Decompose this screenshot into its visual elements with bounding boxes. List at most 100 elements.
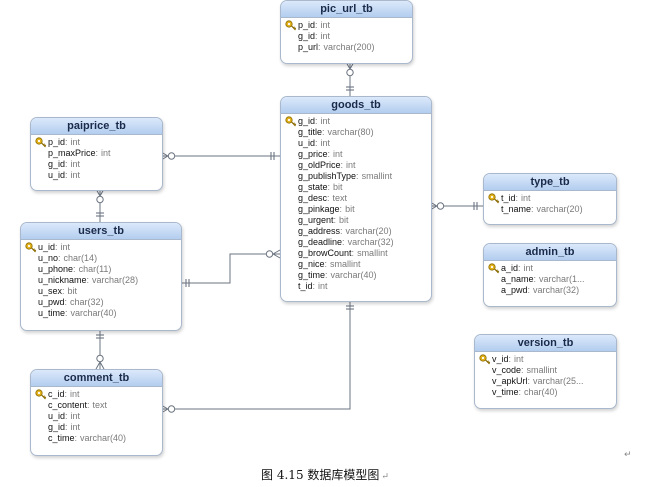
key-slot (35, 137, 48, 148)
column-name: t_id (501, 193, 516, 203)
column-type-separator: : (74, 433, 78, 443)
optional-marker (265, 250, 274, 258)
optional-marker (167, 405, 176, 413)
column-name: a_pwd (501, 285, 528, 295)
key-slot (488, 274, 501, 285)
column-row: v_apkUrl:varchar(25... (479, 376, 612, 387)
primary-key-icon (488, 193, 500, 204)
key-slot (25, 286, 38, 297)
column-type: varchar(28) (92, 275, 139, 285)
column-name: g_address (298, 226, 341, 236)
column-type: int (320, 31, 331, 41)
relationship-users-paiprice (95, 188, 105, 222)
column-type: smallint (361, 171, 393, 181)
key-slot (35, 422, 48, 433)
column-type: char(11) (78, 264, 112, 274)
column-name: g_urgent (298, 215, 334, 225)
key-slot (285, 160, 298, 171)
column-name: t_name (501, 204, 532, 214)
column-row: c_time:varchar(40) (35, 433, 158, 444)
column-type-separator: : (318, 42, 321, 52)
column-type-separator: : (533, 274, 537, 284)
many-marker (99, 361, 105, 370)
key-slot (285, 237, 298, 248)
key-slot (479, 387, 492, 398)
column-name: g_time (298, 270, 326, 280)
optional-marker (346, 68, 354, 77)
column-type-separator: : (340, 160, 344, 170)
column-name: g_oldPrice (298, 160, 341, 170)
column-type-separator: : (521, 365, 524, 375)
many-marker (272, 249, 281, 255)
column-name: u_id (48, 411, 66, 421)
key-slot (488, 263, 501, 274)
column-row: g_pinkage:bit (285, 204, 427, 215)
column-type: int (346, 160, 356, 170)
table-name: admin_tb (484, 244, 616, 261)
column-name: p_id (298, 20, 316, 30)
key-slot (479, 365, 492, 376)
column-row: c_id:int (35, 389, 158, 400)
column-name: g_id (48, 422, 66, 432)
column-type-separator: : (73, 264, 76, 274)
column-type: int (70, 159, 81, 169)
column-row: g_browCount:smallint (285, 248, 427, 259)
column-row: g_urgent:bit (285, 215, 427, 226)
column-type: int (333, 149, 343, 159)
key-slot (479, 376, 492, 387)
column-row: c_content:text (35, 400, 158, 411)
column-type-separator: : (315, 138, 318, 148)
key-slot (25, 308, 38, 319)
column-type-separator: : (518, 263, 521, 273)
column-type: int (320, 20, 331, 30)
table-name: goods_tb (281, 97, 431, 114)
column-type: int (101, 148, 111, 158)
column-type: varchar(32) (533, 285, 580, 295)
column-name: p_url (298, 42, 319, 52)
table-name: comment_tb (31, 370, 162, 387)
column-row: u_pwd:char(32) (25, 297, 177, 308)
column-type-separator: : (315, 116, 318, 126)
key-slot (35, 170, 48, 181)
key-slot (35, 389, 48, 400)
column-name: u_pwd (38, 297, 65, 307)
key-slot (285, 116, 298, 127)
key-slot (25, 297, 38, 308)
table-name: paiprice_tb (31, 118, 162, 135)
key-slot (488, 204, 501, 215)
column-type-separator: : (527, 285, 531, 295)
column-type-separator: : (95, 148, 99, 158)
column-row: v_code:smallint (479, 365, 612, 376)
column-row: g_title:varchar(80) (285, 127, 427, 138)
column-row: g_address:varchar(20) (285, 226, 427, 237)
column-name: g_price (298, 149, 328, 159)
relationship-line (161, 300, 351, 410)
column-type: char(14) (63, 253, 98, 263)
column-type: smallint (526, 365, 558, 375)
column-name: g_id (298, 116, 316, 126)
column-type: int (60, 242, 71, 252)
column-row: t_id:int (285, 281, 427, 292)
primary-key-icon (285, 116, 297, 127)
column-type-separator: : (322, 127, 325, 137)
relationship-line (180, 253, 280, 284)
column-type-separator: : (86, 275, 90, 285)
column-type: char(40) (524, 387, 558, 397)
column-type-separator: : (315, 20, 318, 30)
relationship-type-goods (429, 201, 483, 211)
column-row: g_id:int (35, 159, 158, 170)
column-row: p_id:int (285, 20, 408, 31)
column-row: g_id:int (35, 422, 158, 433)
column-type: text (332, 193, 348, 203)
column-type-separator: : (327, 149, 331, 159)
key-slot (285, 149, 298, 160)
